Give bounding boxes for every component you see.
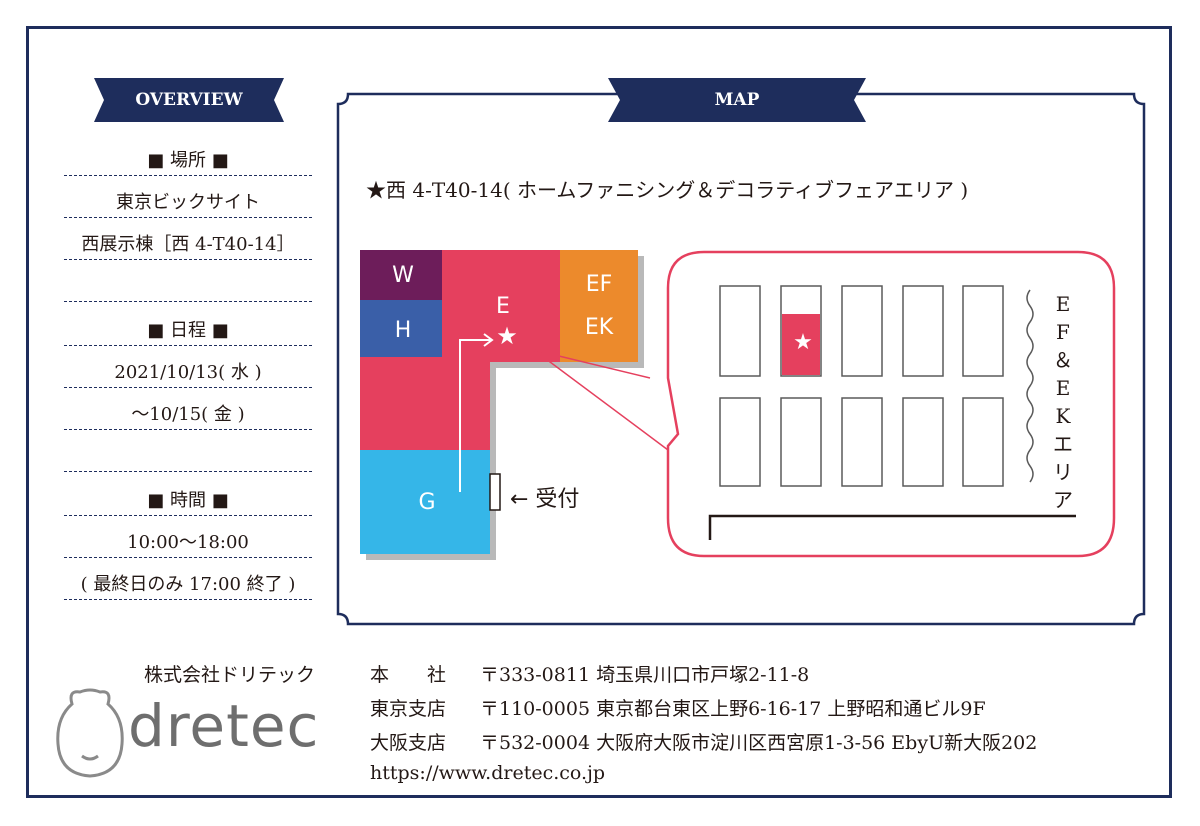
ribbon-shape-icon (608, 78, 866, 122)
time-range: 10:00～18:00 (127, 532, 249, 553)
overview-heading: OVERVIEW (135, 90, 243, 110)
overview-ribbon: OVERVIEW (94, 78, 284, 122)
ribbon-shape-icon (94, 78, 284, 122)
area-efek (560, 250, 638, 362)
efek-char: リ (1053, 460, 1073, 484)
zoom-bubble (666, 250, 1116, 558)
area-ef-label: EF (585, 272, 613, 297)
area-g-label: G (418, 490, 436, 515)
divider (64, 429, 312, 430)
map-heading: MAP (714, 90, 760, 110)
time-title: ■ 時間 ■ (147, 490, 229, 511)
office-address: 〒532-0004 大阪府大阪市淀川区西宮原1-3-56 EbyU新大阪202 (480, 732, 1038, 754)
office-label: 大阪支店 (370, 732, 447, 754)
company-url[interactable]: https://www.dretec.co.jp (370, 762, 606, 784)
office-address: 〒333-0811 埼玉県川口市戸塚2-11-8 (480, 664, 810, 686)
efek-char: F (1056, 320, 1070, 344)
dretec-logo: dretec (128, 692, 320, 760)
place-venue: 東京ビックサイト (116, 192, 260, 213)
map-ribbon: MAP (608, 78, 866, 122)
divider (64, 471, 312, 472)
reception-label: ← 受付 (510, 487, 580, 512)
efek-area-label: E F ＆ E K エ リ ア (1048, 290, 1078, 514)
office-label: 本 社 (370, 664, 447, 686)
divider (64, 259, 312, 260)
page-border (26, 26, 1172, 798)
place-hall: 西展示棟［西 4-T40-14］ (81, 234, 295, 255)
efek-char: エ (1053, 432, 1073, 456)
date-title: ■ 日程 ■ (147, 320, 229, 341)
divider (64, 557, 312, 558)
area-ek-label: EK (584, 315, 614, 340)
divider (64, 175, 312, 176)
office-label: 東京支店 (370, 698, 447, 720)
divider (64, 387, 312, 388)
star-icon: ★ (496, 322, 518, 350)
date-end: ～10/15( 金 ) (131, 404, 245, 425)
booth-caption: ★西 4-T40-14( ホームファニシング＆デコラティブフェアエリア ) (366, 178, 969, 202)
divider (64, 345, 312, 346)
efek-char: ＆ (1053, 348, 1073, 372)
booth-star-icon: ★ (793, 330, 813, 355)
divider (64, 599, 312, 600)
area-g (360, 450, 490, 554)
efek-char: E (1055, 376, 1071, 400)
area-e-label: E (496, 294, 510, 319)
floor-plan (360, 250, 644, 560)
divider (64, 217, 312, 218)
area-h (360, 300, 442, 357)
bear-mascot-icon (56, 688, 124, 778)
date-start: 2021/10/13( 水 ) (114, 362, 262, 383)
efek-char: E (1055, 292, 1071, 316)
divider (64, 515, 312, 516)
time-note: ( 最終日のみ 17:00 終了 ) (80, 574, 296, 595)
area-h-label: H (394, 318, 412, 343)
callout-lines (533, 349, 669, 451)
efek-char: K (1055, 404, 1071, 428)
place-title: ■ 場所 ■ (147, 150, 229, 171)
divider (64, 301, 312, 302)
company-name: 株式会社ドリテック (144, 664, 316, 686)
area-w-label: W (392, 263, 414, 288)
office-address: 〒110-0005 東京都台東区上野6-16-17 上野昭和通ビル9F (480, 698, 986, 720)
efek-char: ア (1053, 488, 1073, 512)
area-w (360, 250, 442, 300)
map-frame (336, 92, 1146, 626)
